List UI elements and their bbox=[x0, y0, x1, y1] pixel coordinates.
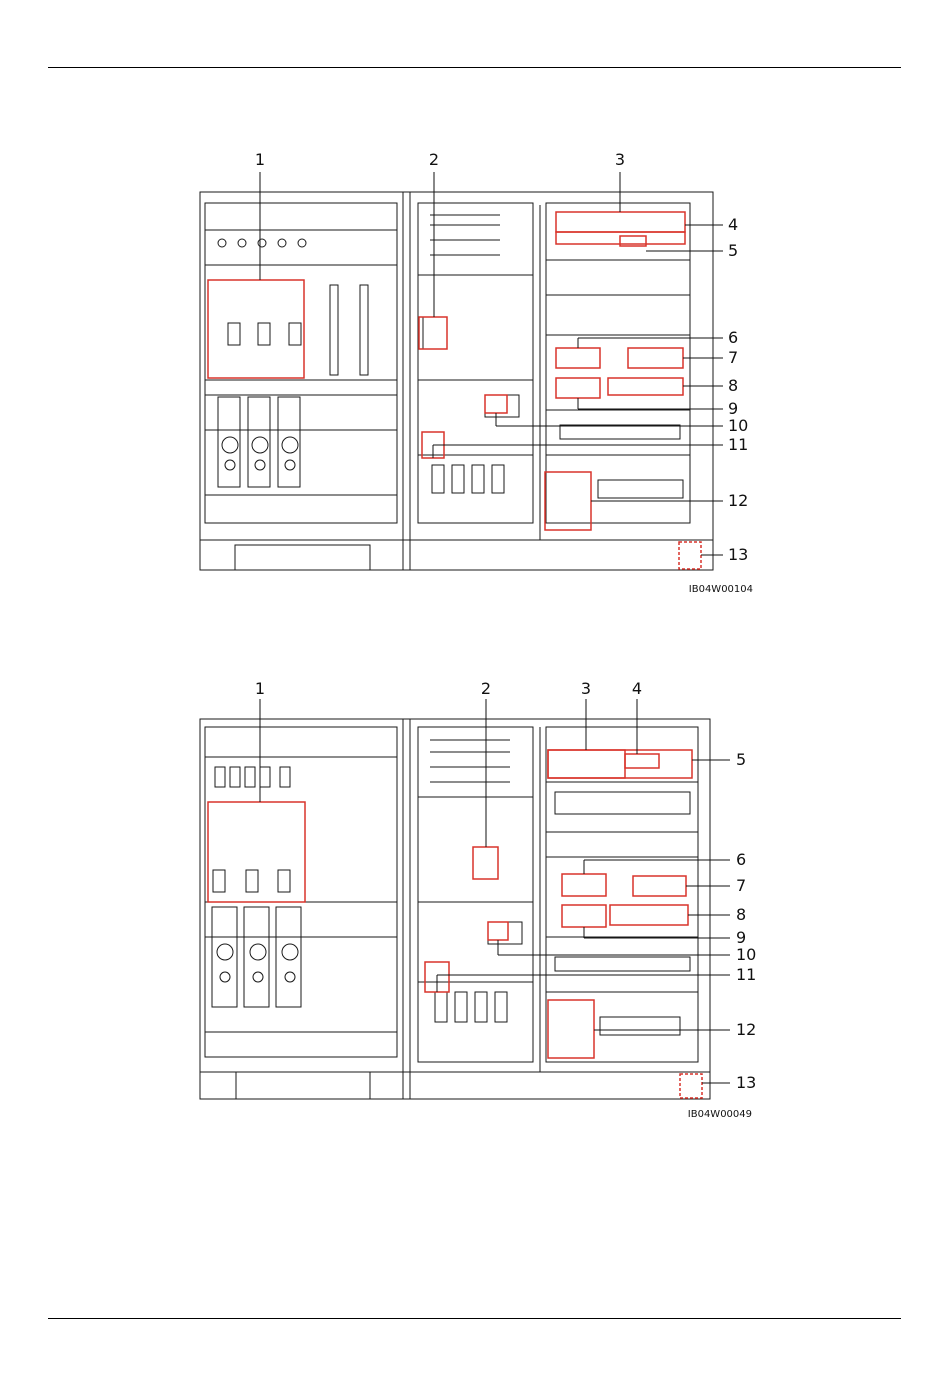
highlight-3 bbox=[548, 750, 625, 778]
highlight-2 bbox=[473, 847, 498, 879]
callout-8: 8 bbox=[728, 376, 738, 395]
callout-10: 10 bbox=[728, 416, 748, 435]
highlight-10 bbox=[485, 395, 507, 413]
highlight-5 bbox=[548, 750, 692, 778]
highlight-6 bbox=[556, 348, 600, 368]
highlight-8 bbox=[608, 378, 683, 395]
highlight-1 bbox=[208, 280, 304, 378]
highlight-7 bbox=[633, 876, 686, 896]
highlight-3 bbox=[556, 212, 685, 232]
highlight-4 bbox=[625, 754, 659, 768]
callout-11: 11 bbox=[728, 435, 748, 454]
highlight-9 bbox=[556, 378, 600, 398]
figure-code: IB04W00049 bbox=[688, 1109, 752, 1120]
callout-7: 7 bbox=[728, 348, 738, 367]
highlight-12 bbox=[548, 1000, 594, 1058]
figure-1: 1 2 3 4 5 6 7 8 9 10 11 12 13 IB04W00104 bbox=[0, 145, 950, 604]
callout-10: 10 bbox=[736, 945, 756, 964]
footer-rule bbox=[48, 1318, 901, 1319]
callout-1: 1 bbox=[255, 679, 265, 698]
callout-12: 12 bbox=[736, 1020, 756, 1039]
callout-1: 1 bbox=[255, 150, 265, 169]
callout-13: 13 bbox=[728, 545, 748, 564]
cabinet-frame bbox=[200, 192, 713, 570]
highlight-6 bbox=[562, 874, 606, 896]
highlight-12 bbox=[545, 472, 591, 530]
highlight-13 bbox=[680, 1074, 702, 1098]
callout-4: 4 bbox=[728, 215, 738, 234]
callout-3: 3 bbox=[615, 150, 625, 169]
callout-12: 12 bbox=[728, 491, 748, 510]
callout-13: 13 bbox=[736, 1073, 756, 1092]
highlight-9 bbox=[562, 905, 606, 927]
callout-2: 2 bbox=[429, 150, 439, 169]
figure-2: 1 2 3 4 5 6 7 8 9 10 11 12 13 IB04W00049 bbox=[0, 672, 950, 1131]
highlight-7 bbox=[628, 348, 683, 368]
callout-3: 3 bbox=[581, 679, 591, 698]
callout-11: 11 bbox=[736, 965, 756, 984]
callout-6: 6 bbox=[736, 850, 746, 869]
header-rule bbox=[48, 67, 901, 68]
highlight-13 bbox=[679, 542, 701, 569]
highlight-10 bbox=[488, 922, 508, 940]
figure-code: IB04W00104 bbox=[689, 584, 753, 595]
callout-5: 5 bbox=[736, 750, 746, 769]
cabinet-diagram-1: 1 2 3 4 5 6 7 8 9 10 11 12 13 IB04W00104 bbox=[0, 145, 950, 600]
callout-8: 8 bbox=[736, 905, 746, 924]
highlight-8 bbox=[610, 905, 688, 925]
callout-5: 5 bbox=[728, 241, 738, 260]
callout-6: 6 bbox=[728, 328, 738, 347]
callout-4: 4 bbox=[632, 679, 642, 698]
callout-2: 2 bbox=[481, 679, 491, 698]
callout-7: 7 bbox=[736, 876, 746, 895]
cabinet-diagram-2: 1 2 3 4 5 6 7 8 9 10 11 12 13 IB04W00049 bbox=[0, 672, 950, 1127]
